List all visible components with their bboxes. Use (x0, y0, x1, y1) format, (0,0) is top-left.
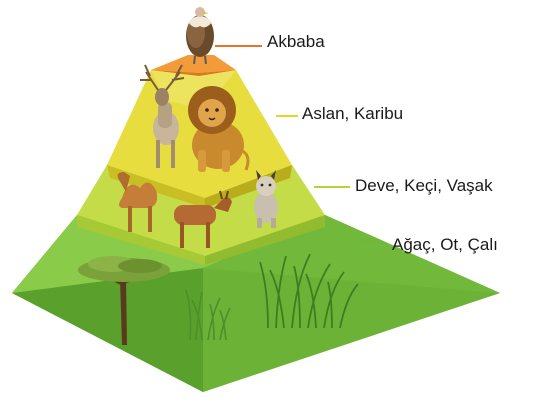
level-label-herbivores: Deve, Keçi, Vaşak (355, 176, 493, 196)
level-label-producers: Ağaç, Ot, Çalı (392, 235, 498, 255)
level-label-apex: Akbaba (267, 32, 325, 52)
level-label-predators: Aslan, Karibu (302, 104, 403, 124)
